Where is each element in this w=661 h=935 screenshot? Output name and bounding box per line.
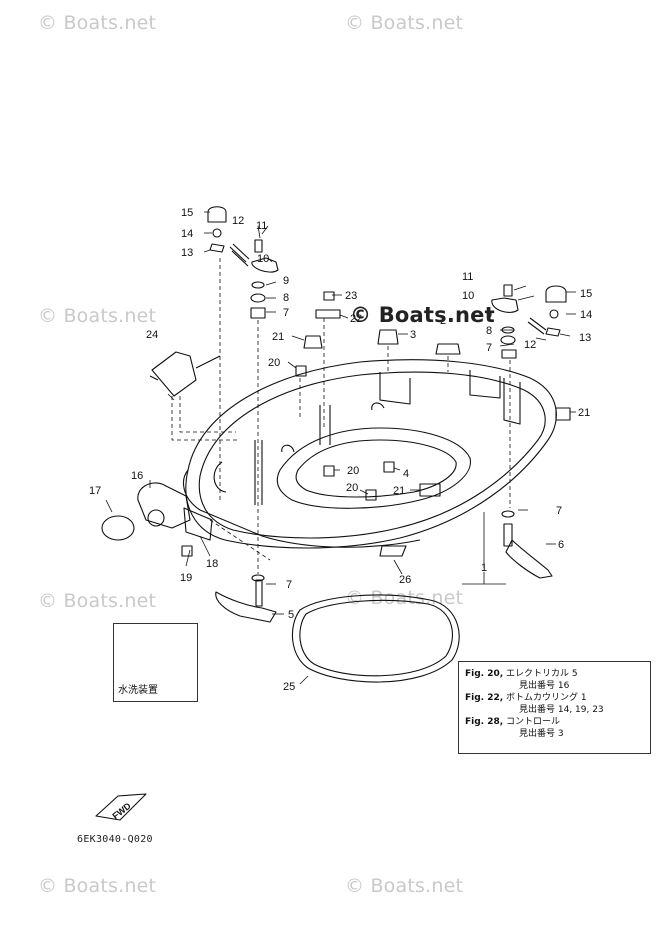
callout-17: 17 xyxy=(89,485,101,497)
callout-7-lower-left: 7 xyxy=(286,579,292,591)
callout-14-left: 14 xyxy=(181,228,193,240)
callout-12-left: 12 xyxy=(232,215,244,227)
callout-18: 18 xyxy=(206,558,218,570)
ref-line: 見出番号 16 xyxy=(519,681,570,691)
callout-10-right: 10 xyxy=(462,290,474,302)
watermark: © Boats.net xyxy=(345,12,464,34)
callout-15-left: 15 xyxy=(181,207,193,219)
watermark: © Boats.net xyxy=(345,587,464,609)
watermark-center: © Boats.net xyxy=(350,303,495,327)
ref-line: Fig. 20, エレクトリカル 5 xyxy=(465,669,578,679)
callout-6: 6 xyxy=(558,539,564,551)
callout-14-right: 14 xyxy=(580,309,592,321)
callout-21-lower: 21 xyxy=(393,485,405,497)
callout-9-left: 9 xyxy=(283,275,289,287)
watermark: © Boats.net xyxy=(38,590,157,612)
callout-11-left: 11 xyxy=(256,220,267,232)
callout-13-left: 13 xyxy=(181,247,193,259)
callout-7-right-lower: 7 xyxy=(556,505,562,517)
ref-line: Fig. 28, コントロール xyxy=(465,717,561,727)
callout-20-upper: 20 xyxy=(268,357,280,369)
callout-13-right: 13 xyxy=(579,332,591,344)
callout-10-left: 10 xyxy=(257,253,269,265)
callout-26: 26 xyxy=(399,574,411,586)
callout-1: 1 xyxy=(481,562,487,574)
callout-12-right: 12 xyxy=(524,339,536,351)
drawing-code: 6EK3040-Q020 xyxy=(77,834,153,845)
callout-5: 5 xyxy=(288,609,294,621)
callout-16: 16 xyxy=(131,470,143,482)
callout-24: 24 xyxy=(146,329,158,341)
callout-7-left: 7 xyxy=(283,307,289,319)
watermark: © Boats.net xyxy=(38,875,157,897)
callout-20-middle: 20 xyxy=(347,465,359,477)
ref-line: Fig. 22, ボトムカウリング 1 xyxy=(465,693,587,703)
watermark: © Boats.net xyxy=(345,875,464,897)
callout-11-right: 11 xyxy=(462,271,473,283)
watermark: © Boats.net xyxy=(38,305,157,327)
callout-15-right: 15 xyxy=(580,288,592,300)
callout-9-right: 9 xyxy=(486,309,492,321)
watermark: © Boats.net xyxy=(38,12,157,34)
ref-line: 見出番号 3 xyxy=(519,729,564,739)
callout-3: 3 xyxy=(410,329,416,341)
callout-23: 23 xyxy=(345,290,357,302)
ref-line: 見出番号 14, 19, 23 xyxy=(519,705,604,715)
callout-21-upper: 21 xyxy=(272,331,284,343)
callout-8-left: 8 xyxy=(283,292,289,304)
bottom-cowling xyxy=(185,359,557,549)
callout-22: 22 xyxy=(350,313,362,325)
callout-4: 4 xyxy=(403,468,409,480)
callout-7-right-upper: 7 xyxy=(486,342,492,354)
callout-21-right: 21 xyxy=(578,407,590,419)
inset-water-flush: 水洗装置 xyxy=(113,623,198,702)
callout-19: 19 xyxy=(180,572,192,584)
callout-20-lower: 20 xyxy=(346,482,358,494)
inset-label: 水洗装置 xyxy=(118,685,158,696)
callout-2: 2 xyxy=(440,315,446,327)
callout-25: 25 xyxy=(283,681,295,693)
reference-box: Fig. 20, エレクトリカル 5 見出番号 16 Fig. 22, ボトムカ… xyxy=(458,661,651,754)
callout-8-right: 8 xyxy=(486,325,492,337)
